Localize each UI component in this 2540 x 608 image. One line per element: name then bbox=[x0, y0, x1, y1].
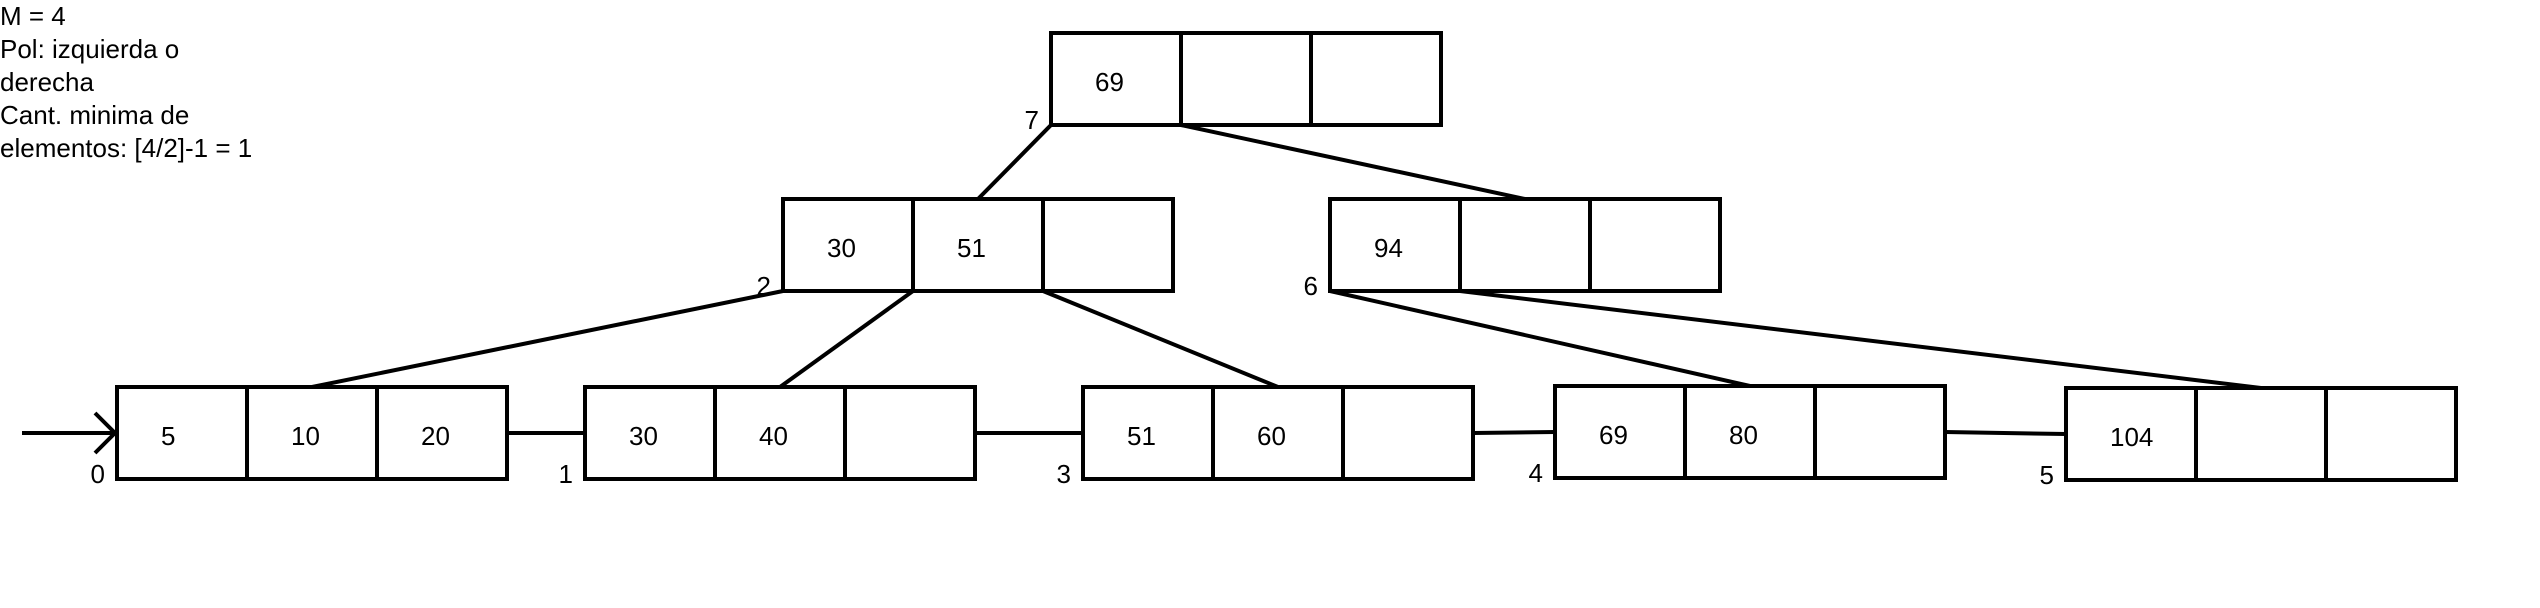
edge-7-6 bbox=[1180, 123, 1526, 201]
node-key: 30 bbox=[827, 233, 856, 263]
node-key: 10 bbox=[291, 421, 320, 451]
note-min-elements-formula: elementos: [4/2]-1 = 1 bbox=[0, 133, 253, 163]
node-id-label: 1 bbox=[559, 459, 573, 489]
note-min-elements: Cant. minima de bbox=[0, 100, 190, 130]
node-id-label: 5 bbox=[2040, 460, 2054, 490]
node-box bbox=[1049, 31, 1443, 127]
node-box bbox=[583, 385, 977, 481]
edge-6-4 bbox=[1329, 289, 1751, 388]
note-policy: Pol: izquierda o bbox=[0, 34, 180, 64]
node-id-label: 7 bbox=[1025, 105, 1039, 135]
tree-node-3: 51 60 3 bbox=[1057, 385, 1475, 489]
node-box bbox=[1081, 385, 1475, 481]
node-id-label: 2 bbox=[757, 271, 771, 301]
entry-arrow-layer bbox=[22, 411, 118, 455]
node-box bbox=[2064, 386, 2458, 482]
node-key: 60 bbox=[1257, 421, 1286, 451]
edge-2-0 bbox=[311, 289, 784, 389]
tree-node-2: 30 51 2 bbox=[757, 197, 1175, 301]
node-key: 80 bbox=[1729, 420, 1758, 450]
node-key: 69 bbox=[1095, 67, 1124, 97]
node-key: 40 bbox=[759, 421, 788, 451]
note-policy-cont: derecha bbox=[0, 67, 94, 97]
node-id-label: 4 bbox=[1529, 458, 1543, 488]
tree-node-6: 94 6 bbox=[1304, 197, 1722, 301]
node-box bbox=[1553, 384, 1947, 480]
edge-7-2 bbox=[976, 123, 1053, 201]
leaf-link-3-4 bbox=[1472, 430, 1556, 435]
entry-arrow-head bbox=[93, 411, 118, 455]
node-key: 104 bbox=[2110, 422, 2153, 452]
node-id-label: 6 bbox=[1304, 271, 1318, 301]
tree-node-0: 5 10 20 0 bbox=[91, 385, 509, 489]
node-box bbox=[781, 197, 1175, 293]
tree-node-1: 30 40 1 bbox=[559, 385, 977, 489]
notes-block: M = 4 Pol: izquierda o derecha Cant. min… bbox=[0, 0, 252, 165]
note-order: M = 4 bbox=[0, 1, 66, 31]
node-id-label: 0 bbox=[91, 459, 105, 489]
node-key: 30 bbox=[629, 421, 658, 451]
edges-layer bbox=[311, 123, 2262, 390]
node-key: 94 bbox=[1374, 233, 1403, 263]
leaf-links-layer bbox=[507, 430, 2067, 436]
edge-2-1 bbox=[778, 289, 915, 389]
nodes-layer: 69 7 30 51 2 94 6 5 10 20 0 30 40 1 51 60 3 69 80 4 104 5 bbox=[91, 31, 2458, 490]
tree-node-4: 69 80 4 bbox=[1529, 384, 1947, 488]
node-key: 20 bbox=[421, 421, 450, 451]
leaf-link-4-5 bbox=[1944, 430, 2067, 436]
node-key: 5 bbox=[161, 421, 175, 451]
edge-6-5 bbox=[1459, 289, 2262, 390]
node-box bbox=[1328, 197, 1722, 293]
edge-2-3 bbox=[1042, 289, 1279, 389]
tree-node-7: 69 7 bbox=[1025, 31, 1443, 135]
tree-node-5: 104 5 bbox=[2040, 386, 2458, 490]
entry-arrow-icon bbox=[22, 411, 118, 455]
node-key: 69 bbox=[1599, 420, 1628, 450]
node-key: 51 bbox=[1127, 421, 1156, 451]
node-id-label: 3 bbox=[1057, 459, 1071, 489]
node-key: 51 bbox=[957, 233, 986, 263]
